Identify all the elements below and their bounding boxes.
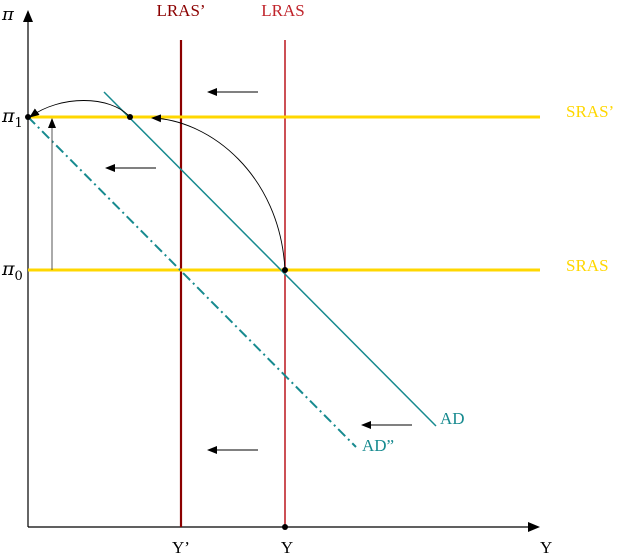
y-axis-label: π: [1, 4, 15, 25]
ad-double-prime-label: AD”: [362, 436, 394, 455]
sras-label: SRAS: [566, 256, 609, 275]
equilibrium-point-final: [25, 114, 31, 120]
sras-prime-label: SRAS’: [566, 102, 614, 121]
x-axis-arrow: [528, 522, 540, 532]
ad-label: AD: [440, 409, 465, 428]
ad-line: [103, 91, 437, 427]
equilibrium-point-mid: [127, 114, 133, 120]
output-axis-point: [282, 524, 288, 530]
ad-double-prime-line: [27, 116, 357, 448]
pi0-label: π0: [1, 258, 23, 284]
lras-prime-label: LRAS’: [156, 1, 205, 20]
pi1-label: π1: [1, 105, 23, 131]
x-axis-label: Y: [540, 538, 552, 556]
y-tick-label: Y: [281, 538, 293, 556]
equilibrium-point-initial: [282, 267, 288, 273]
adjustment-curve-arc: [151, 114, 286, 271]
y-axis-arrow: [23, 10, 33, 22]
y-prime-tick-label: Y’: [172, 538, 190, 556]
adjustment-curve-hump: [29, 100, 131, 118]
lras-label: LRAS: [261, 1, 304, 20]
